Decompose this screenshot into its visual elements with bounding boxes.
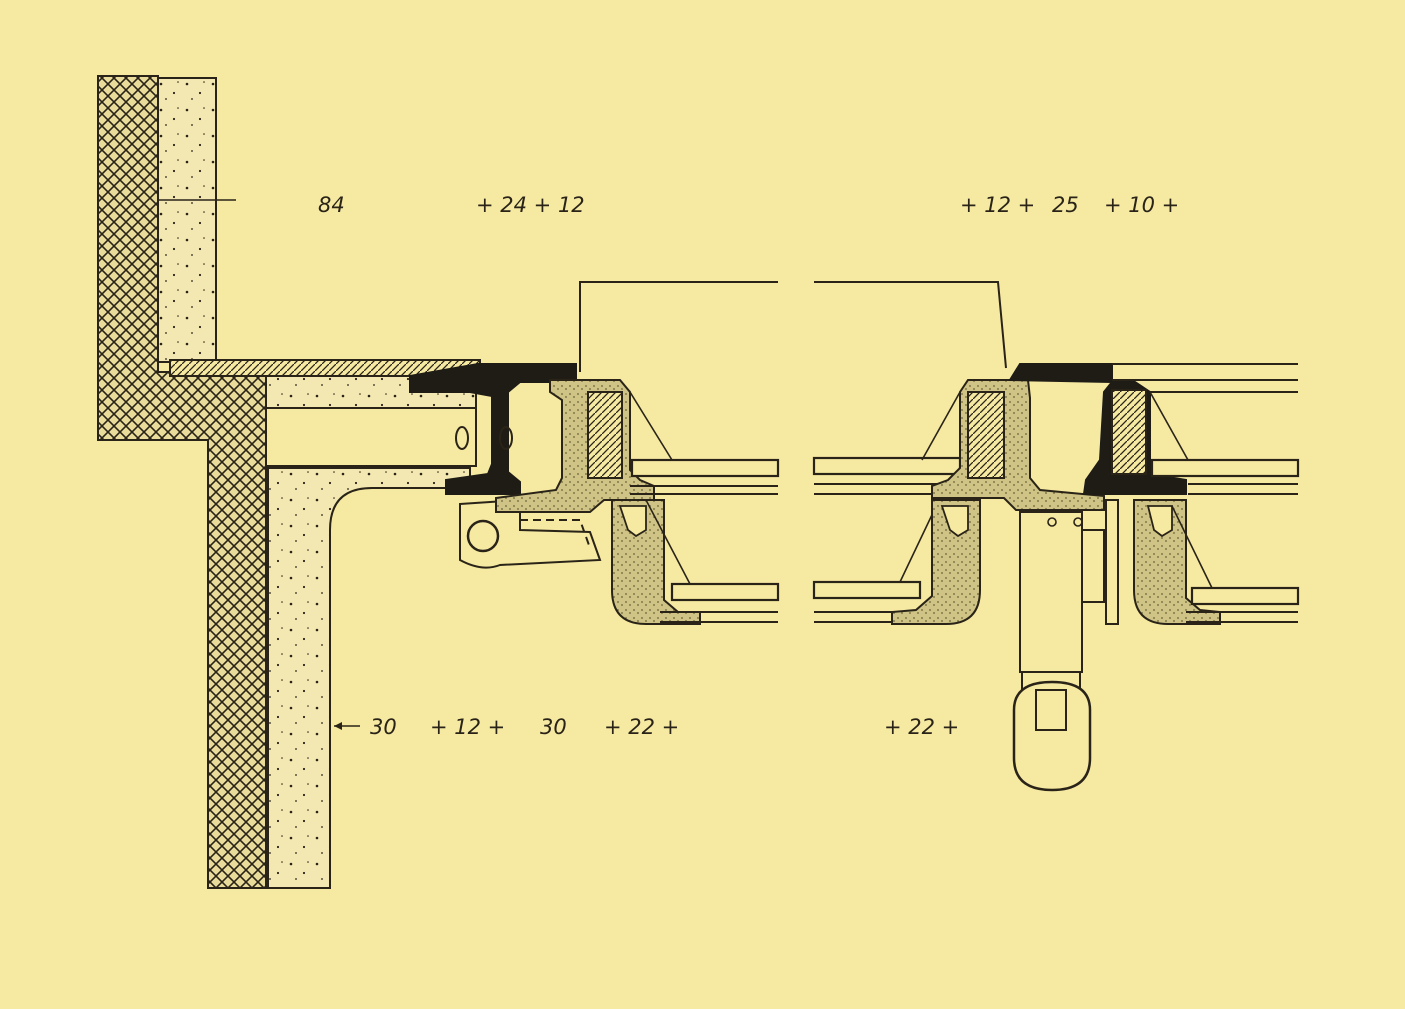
dim-bottom-12: + 12 +: [430, 715, 505, 739]
glass-pane-left-top: [630, 458, 780, 478]
roller: [1012, 680, 1092, 792]
right-sash-profile: [931, 379, 1105, 511]
glass-pane-mid-top: [812, 456, 962, 476]
glass-pane-mid-bottom: [812, 580, 922, 600]
glass-pane-left-bottom: [670, 582, 780, 602]
dim-bottom-30b: 30: [540, 715, 567, 739]
upper-concrete-column: [157, 77, 217, 363]
mullion-post: [1019, 511, 1083, 673]
dim-top-24-12: + 24 + 12: [476, 193, 585, 217]
left-glass-bead-hatched: [587, 391, 623, 479]
right-glass-bead-hatched: [967, 391, 1005, 479]
dim-bottom-22a: + 22 +: [604, 715, 679, 739]
hinge-circle: [466, 519, 500, 553]
dim-top-25: 25: [1052, 193, 1079, 217]
dim-top-84: 84: [318, 193, 345, 217]
dim-top-12: + 12 +: [960, 193, 1035, 217]
right-frame-hatched: [1111, 389, 1147, 475]
glass-pane-right-top: [1150, 458, 1300, 478]
dim-top-10: + 10 +: [1104, 193, 1179, 217]
dim-bottom-22b: + 22 +: [884, 715, 959, 739]
far-right-lower-sash: [1133, 499, 1221, 625]
glass-pane-right-bottom: [1190, 586, 1300, 606]
concrete-band: [267, 467, 471, 889]
dim-bottom-30a: 30: [370, 715, 397, 739]
